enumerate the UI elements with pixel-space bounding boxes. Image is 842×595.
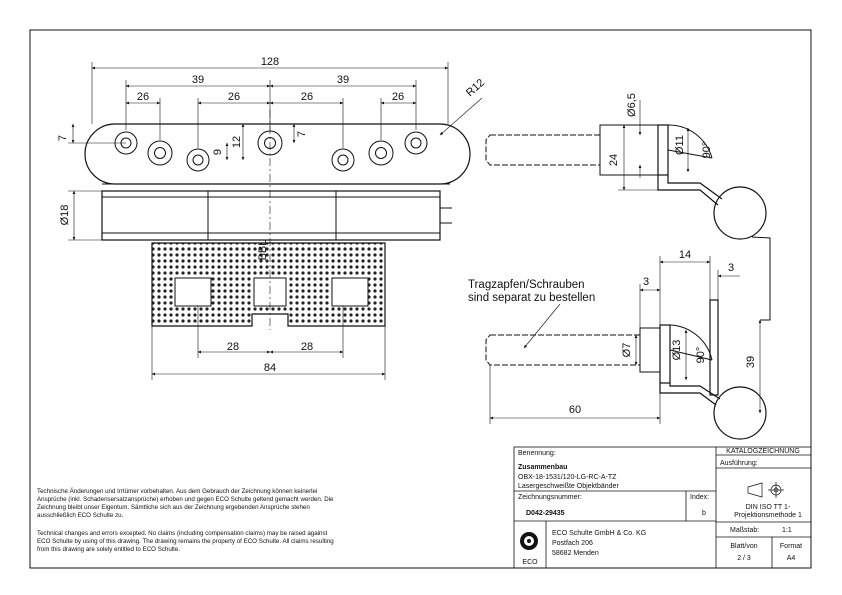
company-name: ECO Schulte GmbH & Co. KG (552, 530, 646, 537)
side-barrel-upper (713, 186, 767, 240)
dim-lower-length: 60 (569, 404, 581, 416)
callout-line-1: Tragzapfen/Schrauben (468, 279, 585, 291)
eco-logo (520, 532, 538, 550)
drawing-subtitle: Lasergeschweißte Objektbänder (518, 483, 619, 490)
side-dimensions-upper (618, 100, 690, 191)
label-execution: Ausführung: (720, 460, 758, 467)
dim-side-height: 24 (608, 154, 620, 166)
dim-lower-gap: 14 (679, 249, 691, 261)
label-name: Benennung: (518, 450, 556, 457)
dim-lower-counterbore: Ø13 (671, 340, 683, 361)
dim-pitch-1: 26 (137, 91, 149, 103)
logo-text: ECO (522, 559, 538, 566)
side-barrel-lower (713, 386, 767, 440)
side-view-upper (485, 124, 771, 321)
leaf-holes (114, 130, 428, 172)
drawing-number: D042-29435 (526, 510, 565, 517)
legal-note-english: Technical changes and errors excepted. N… (37, 530, 334, 553)
dim-barrel-diameter: Ø18 (59, 205, 71, 226)
drawing-frame (29, 29, 812, 569)
dim-pitch-3: 26 (301, 91, 313, 103)
dim-pitch-2: 26 (228, 91, 240, 103)
scale-value: 1:1 (782, 527, 792, 534)
dim-plate-slot-right: 28 (301, 341, 313, 353)
drawing-model: OBX-18-1531/120-LG-RC-A-TZ (518, 474, 617, 481)
front-view (84, 123, 471, 241)
front-dimension-labels: 128 39 39 26 26 26 26 R12 7 9 12 7 Ø18 B… (57, 56, 487, 374)
side-dimensions-lower (489, 256, 762, 424)
catalog-label: KATALOGZEICHNUNG (726, 448, 800, 455)
dim-hole-offset-c: 7 (296, 131, 308, 137)
front-dimensions (68, 62, 483, 380)
dim-lower-thickness-right: 3 (728, 262, 734, 274)
label-scale: Maßstab: (730, 527, 759, 534)
dim-hole-offset-a: 9 (212, 149, 224, 155)
side-labels-upper: Ø6,5 Ø11 90° 24 (608, 93, 713, 166)
dim-plate-width: 84 (264, 362, 276, 374)
din-line-2: Projektionsmethode 1 (734, 512, 802, 519)
dim-lower-height: 39 (745, 356, 757, 368)
dim-bbl: BBL (257, 240, 269, 261)
label-sheet: Blatt/von (730, 543, 757, 550)
sheet-value: 2 / 3 (737, 555, 751, 562)
dim-left-offset: 7 (57, 135, 69, 141)
dim-side-hole-diameter: Ø6,5 (626, 93, 638, 117)
callout-line-2: sind separat zu bestellen (468, 292, 595, 304)
legal-note-german: Technische Änderungen und Irrtümer vorbe… (37, 488, 334, 519)
dim-half-right: 39 (337, 74, 349, 86)
title-block-lines (513, 446, 812, 569)
side-labels-lower: 14 3 3 Ø7 Ø13 90° 39 60 (569, 249, 757, 416)
dim-side-angle: 90° (701, 142, 713, 159)
projection-symbol (747, 482, 784, 498)
din-line-1: DIN ISO TT 1- (746, 504, 791, 511)
company-address-2: 58682 Menden (552, 550, 599, 557)
label-index: Index: (690, 494, 709, 501)
dim-plate-slot-left: 28 (227, 341, 239, 353)
callout: Tragzapfen/Schrauben sind separat zu bes… (468, 279, 595, 349)
label-format: Format (780, 543, 802, 550)
label-drawing-number: Zeichnungsnummer: (518, 494, 582, 501)
index-value: b (702, 510, 706, 517)
barrel-outline (101, 190, 441, 241)
title-block-text: Benennung: Zusammenbau OBX-18-1531/120-L… (518, 448, 802, 566)
dim-pitch-4: 26 (392, 91, 404, 103)
dim-lower-pin-diameter: Ø7 (621, 343, 633, 358)
dim-half-left: 39 (192, 74, 204, 86)
format-value: A4 (787, 555, 796, 562)
dim-lower-angle: 90° (695, 347, 707, 364)
dim-hole-offset-b: 12 (231, 136, 243, 148)
dim-radius: R12 (464, 77, 487, 99)
dim-total-length: 128 (261, 56, 279, 68)
dim-side-counterbore: Ø11 (674, 135, 686, 155)
drawing-name: Zusammenbau (518, 464, 567, 471)
dim-lower-thickness-left: 3 (643, 276, 649, 288)
company-address-1: Postfach 206 (552, 540, 593, 547)
